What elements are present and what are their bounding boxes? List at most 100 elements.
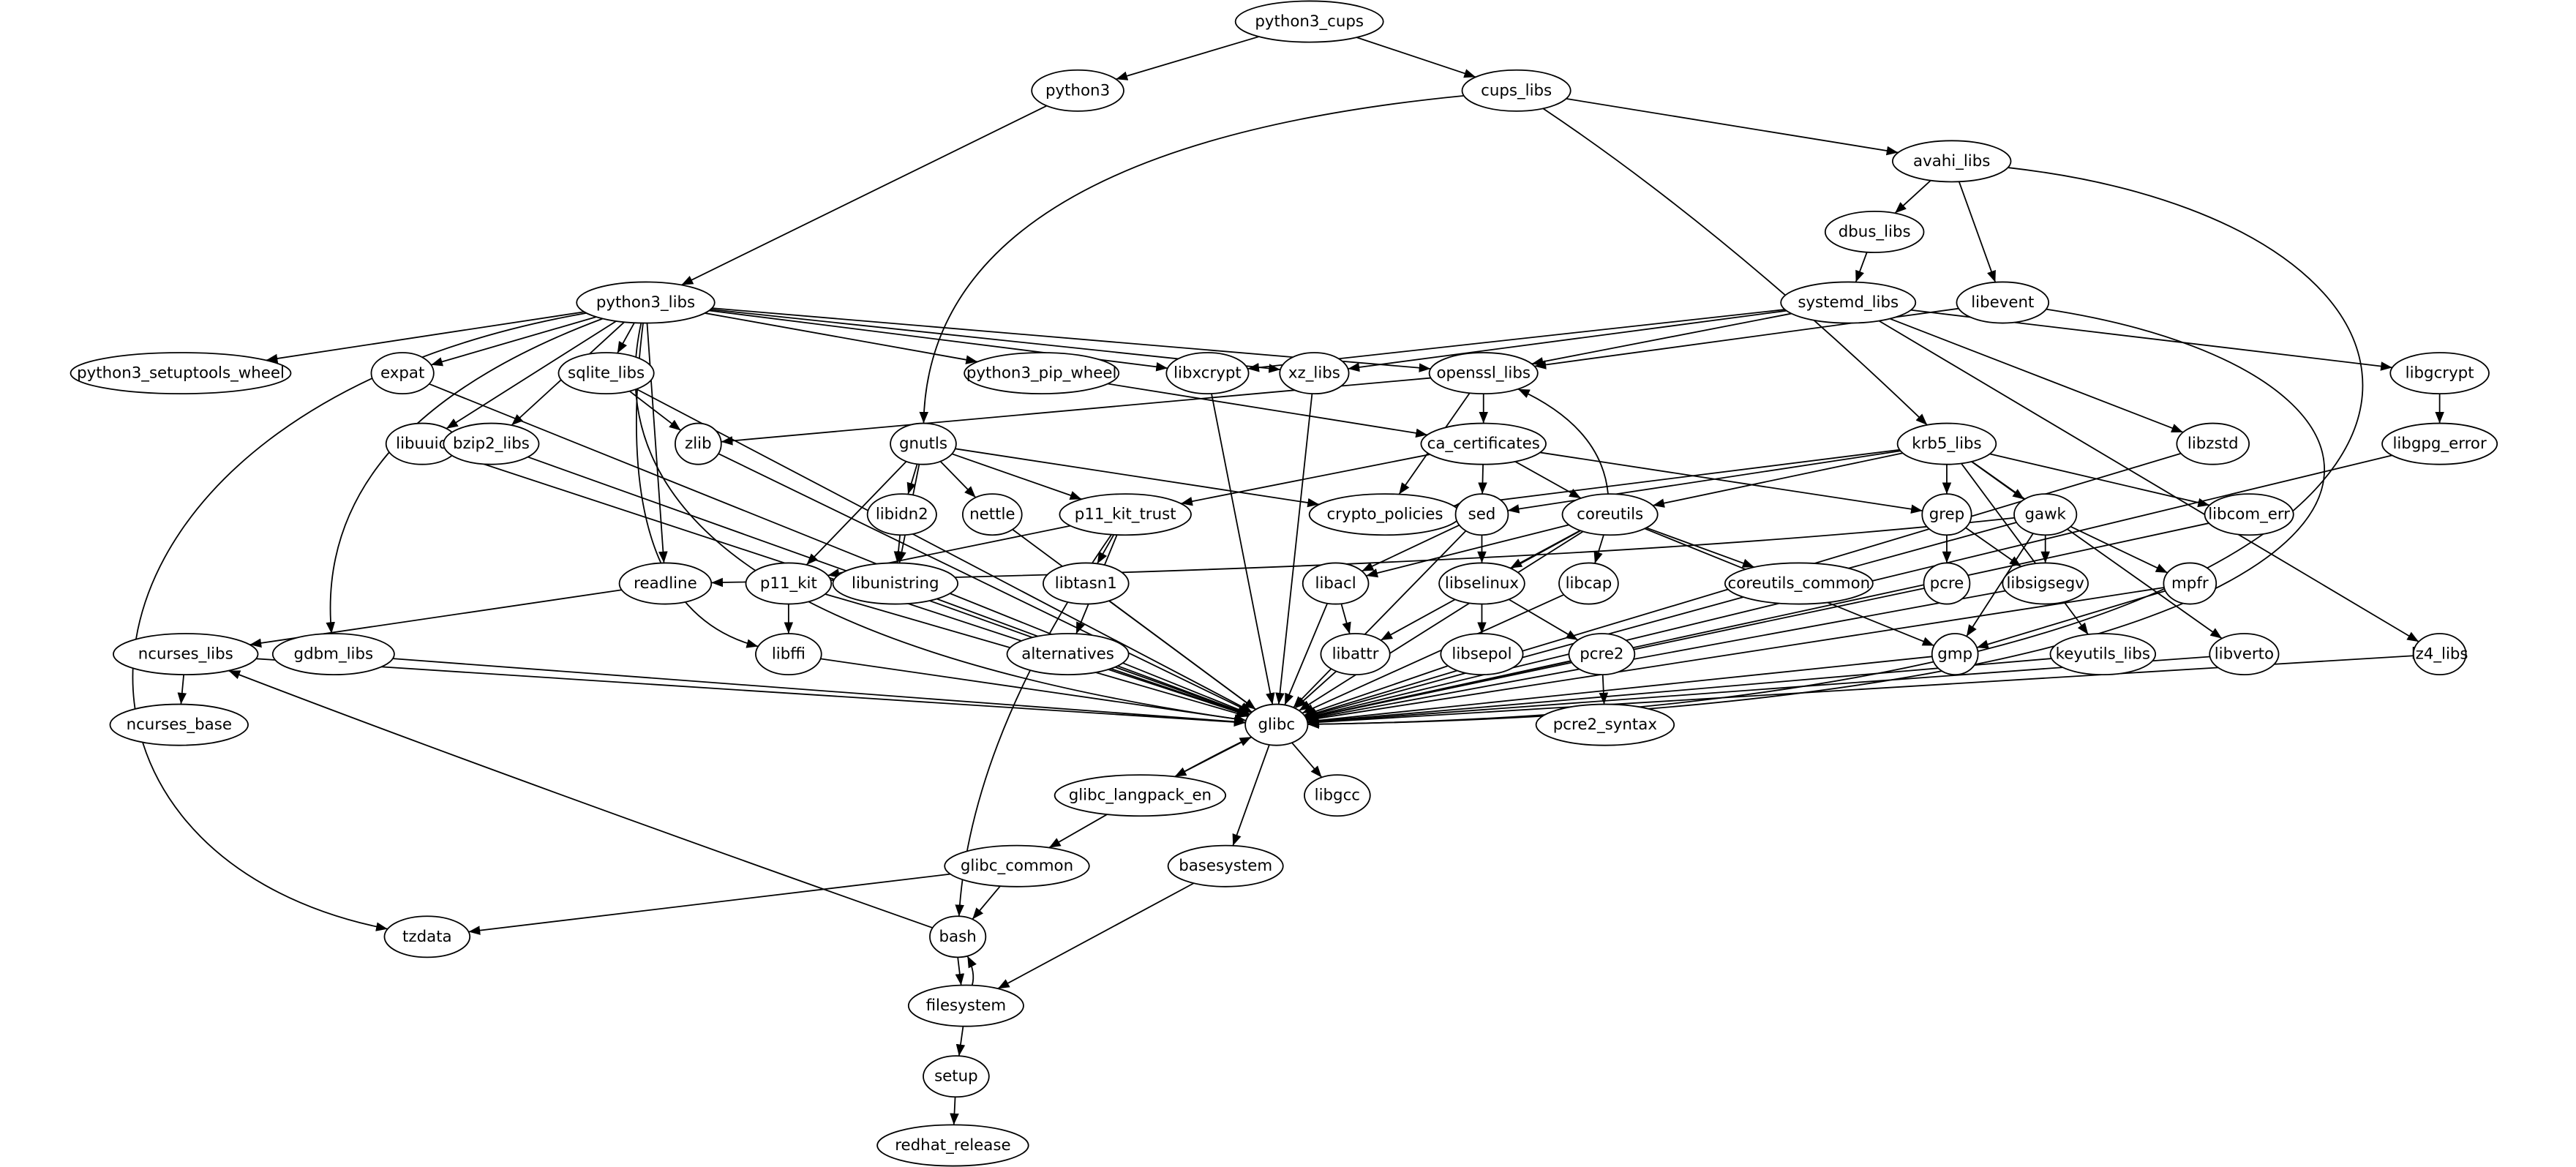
node-avahi_libs[interactable]: avahi_libs (1891, 140, 2012, 183)
node-libsepol[interactable]: libsepol (1440, 633, 1524, 676)
node-label: libsepol (1452, 645, 1512, 664)
node-shape (944, 844, 1090, 888)
node-readline[interactable]: readline (618, 562, 713, 605)
node-python3_pip_wheel[interactable]: python3_pip_wheel (964, 352, 1120, 395)
node-libidn2[interactable]: libidn2 (866, 493, 937, 536)
node-ca_certificates[interactable]: ca_certificates (1420, 422, 1547, 465)
node-setup[interactable]: setup (923, 1055, 990, 1098)
edge-gnutls-to-nettle (939, 460, 977, 498)
node-gawk[interactable]: gawk (2013, 493, 2078, 536)
edge-python3_libs-to-expat (430, 316, 597, 367)
node-shape (1824, 210, 1925, 253)
node-gmp[interactable]: gmp (1931, 633, 1979, 676)
node-coreutils[interactable]: coreutils (1561, 493, 1659, 536)
node-pcre2_syntax[interactable]: pcre2_syntax (1535, 703, 1675, 746)
edge-python3_libs-to-readline (646, 323, 668, 563)
node-pcre2[interactable]: pcre2 (1568, 633, 1636, 676)
node-mpfr[interactable]: mpfr (2163, 562, 2218, 605)
node-python3_setuptools_wheel[interactable]: python3_setuptools_wheel (70, 352, 292, 395)
node-python3_cups[interactable]: python3_cups (1234, 0, 1384, 43)
node-dbus_libs[interactable]: dbus_libs (1824, 210, 1925, 253)
edge-systemd_libs-to-openssl_libs (1531, 312, 1792, 367)
node-libxcrypt[interactable]: libxcrypt (1165, 352, 1250, 395)
edge-krb5_libs-to-libcom_err (1989, 453, 2210, 508)
node-shape (1006, 633, 1130, 676)
node-sed[interactable]: sed (1454, 493, 1509, 536)
node-alternatives[interactable]: alternatives (1006, 633, 1130, 676)
node-libcap[interactable]: libcap (1558, 562, 1619, 605)
node-libattr[interactable]: libattr (1320, 633, 1391, 676)
node-libverto[interactable]: libverto (2209, 633, 2280, 676)
node-shape (2176, 422, 2250, 465)
node-libunistring[interactable]: libunistring (832, 562, 959, 605)
node-shape (1923, 562, 1971, 605)
node-glibc[interactable]: glibc (1244, 703, 1309, 746)
node-libselinux[interactable]: libselinux (1438, 562, 1525, 605)
node-coreutils_common[interactable]: coreutils_common (1724, 562, 1874, 605)
node-shape (1891, 140, 2012, 183)
node-pcre[interactable]: pcre (1923, 562, 1971, 605)
node-p11_kit[interactable]: p11_kit (745, 562, 833, 605)
node-label: libidn2 (876, 506, 928, 524)
node-tzdata[interactable]: tzdata (383, 915, 471, 958)
node-systemd_libs[interactable]: systemd_libs (1780, 281, 1917, 324)
edge-gdbm_libs-to-glibc (392, 658, 1246, 727)
node-libevent[interactable]: libevent (1956, 281, 2050, 324)
node-p11_kit_trust[interactable]: p11_kit_trust (1059, 493, 1192, 536)
node-shape (1956, 281, 2050, 324)
node-libzstd[interactable]: libzstd (2176, 422, 2250, 465)
node-zlib[interactable]: zlib (675, 422, 722, 465)
edge-libevent-to-glibc (1307, 308, 2325, 729)
node-openssl_libs[interactable]: openssl_libs (1428, 352, 1539, 395)
node-expat[interactable]: expat (370, 352, 435, 395)
node-bzip2_libs[interactable]: bzip2_libs (443, 422, 540, 465)
node-basesystem[interactable]: basesystem (1167, 844, 1284, 888)
node-label: grep (1929, 506, 1964, 524)
node-libsigsegv[interactable]: libsigsegv (2002, 562, 2089, 605)
node-xz_libs[interactable]: xz_libs (1279, 352, 1350, 395)
node-shape (1780, 281, 1917, 324)
node-gdbm_libs[interactable]: gdbm_libs (271, 633, 395, 676)
node-shape (271, 633, 395, 676)
edge-libacl-to-libattr (1340, 603, 1351, 634)
node-redhat_release[interactable]: redhat_release (876, 1124, 1029, 1167)
node-label: libacl (1315, 574, 1356, 593)
node-label: gnutls (899, 435, 947, 453)
edge-gawk-to-gmp (1966, 533, 2034, 637)
node-nettle[interactable]: nettle (961, 493, 1023, 536)
node-glibc_common[interactable]: glibc_common (944, 844, 1090, 888)
node-ncurses_libs[interactable]: ncurses_libs (113, 633, 259, 676)
node-libffi[interactable]: libffi (755, 633, 822, 676)
node-libacl[interactable]: libacl (1302, 562, 1370, 605)
node-keyutils_libs[interactable]: keyutils_libs (2049, 633, 2157, 676)
node-label: libffi (772, 645, 806, 664)
edge-libxcrypt-to-glibc (1211, 393, 1275, 705)
node-libgcc[interactable]: libgcc (1304, 774, 1371, 817)
node-cups_libs[interactable]: cups_libs (1461, 69, 1571, 112)
edge-glibc_langpack_en-to-glibc_common (1048, 814, 1108, 849)
node-shape (1165, 352, 1250, 395)
edge-gnutls-to-p11_kit_trust (951, 453, 1082, 500)
node-crypto_policies[interactable]: crypto_policies (1308, 493, 1462, 536)
node-filesystem[interactable]: filesystem (907, 984, 1024, 1027)
node-lz4_libs[interactable]: lz4_libs (2411, 633, 2468, 676)
node-libcom_err[interactable]: libcom_err (2204, 493, 2294, 536)
edge-pcre2-to-pcre2_syntax (1599, 675, 1609, 705)
node-shape (907, 984, 1024, 1027)
edge-sqlite_libs-to-zlib (628, 390, 682, 432)
node-krb5_libs[interactable]: krb5_libs (1896, 422, 1997, 465)
node-label: avahi_libs (1913, 152, 1990, 170)
node-grep[interactable]: grep (1921, 493, 1972, 536)
node-libtasn1[interactable]: libtasn1 (1043, 562, 1130, 605)
node-python3_libs[interactable]: python3_libs (576, 281, 716, 324)
node-python3[interactable]: python3 (1031, 69, 1124, 112)
node-libgpg_error[interactable]: libgpg_error (2381, 422, 2498, 465)
node-libuuid[interactable]: libuuid (385, 422, 459, 465)
node-ncurses_base[interactable]: ncurses_base (109, 703, 249, 746)
node-sqlite_libs[interactable]: sqlite_libs (557, 352, 655, 395)
node-glibc_langpack_en[interactable]: glibc_langpack_en (1054, 774, 1227, 817)
node-label: pcre2 (1580, 645, 1623, 664)
node-gnutls[interactable]: gnutls (890, 422, 957, 465)
node-bash[interactable]: bash (929, 915, 987, 958)
node-libgcrypt[interactable]: libgcrypt (2389, 352, 2490, 395)
